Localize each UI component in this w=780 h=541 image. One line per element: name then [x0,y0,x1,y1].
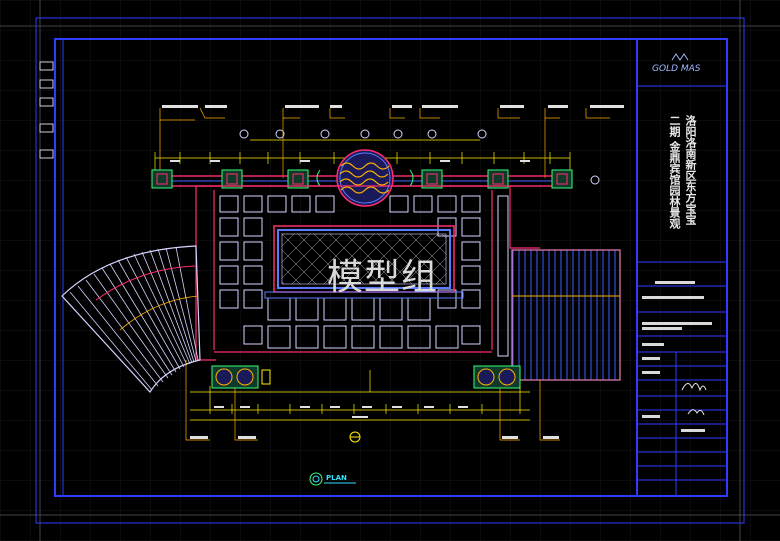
central-medallion [316,149,414,207]
watermark-text: 模型组 [327,257,439,298]
brand-logo-icon [671,53,689,61]
bottom-callout-leaders [185,360,560,441]
top-lamp-circles [239,129,600,185]
dimension-number-marks [170,160,530,418]
paving-tiles [219,195,481,349]
right-pergola [511,249,621,381]
title-block-brand: GOLD MAS [652,64,701,74]
bottom-planters [211,365,521,389]
central-paving-field [264,225,464,299]
section-marker [349,431,361,443]
top-callout-leaders [159,107,610,180]
revision-boxes [39,61,54,159]
signature-marks [681,383,707,416]
plan-title-symbol [309,472,356,486]
plan-label: PLAN [326,474,347,482]
top-callout-text [162,105,624,108]
bottom-callout-text [190,436,559,439]
project-title: 洛阳洛南新区东方宝宝二期 金鼎宾馆园林景观 [668,115,697,229]
bottom-dimension-lines [190,370,530,421]
title-block-small-text [642,281,712,432]
right-side-walls [497,195,509,357]
outer-frame [35,17,745,524]
title-block [636,38,728,497]
fan-pergola-left [61,245,201,393]
